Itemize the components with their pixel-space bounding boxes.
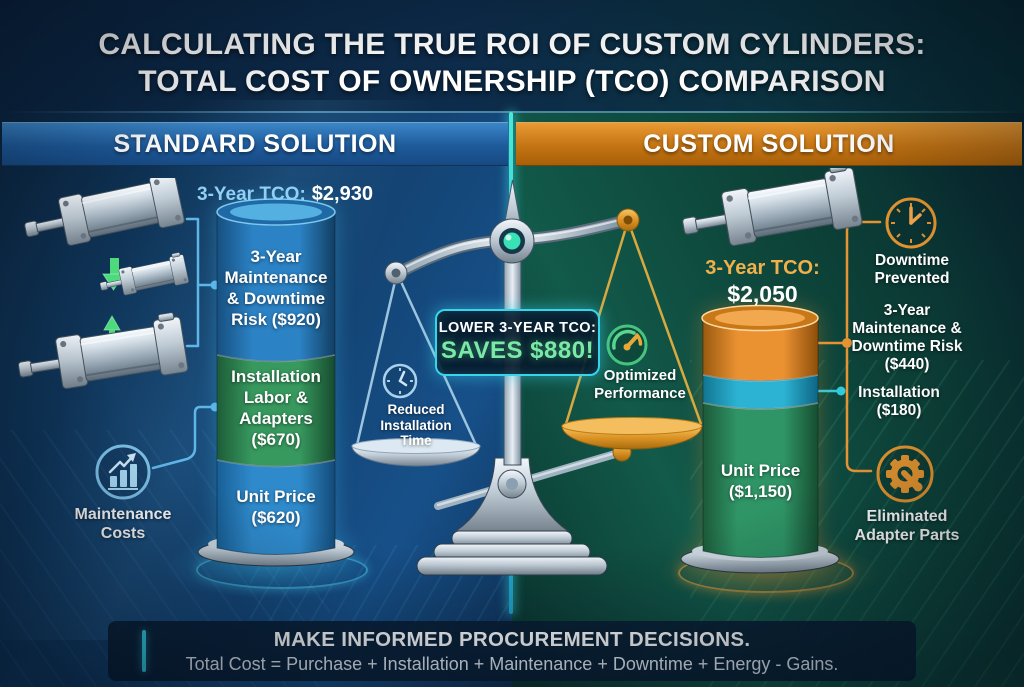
installation-time-clock-icon bbox=[382, 363, 418, 399]
custom-segment-unit-price-label: Unit Price ($1,150) bbox=[720, 461, 801, 501]
standard-cylinder-top bbox=[18, 178, 186, 257]
standard-segment-maintenance-label: 3-Year Maintenance & Downtime Risk ($920… bbox=[224, 247, 328, 329]
footer-formula: Total Cost = Purchase + Installation + M… bbox=[185, 654, 839, 674]
custom-stack-lid-inner bbox=[715, 310, 805, 326]
callout-eliminated-adapters: Eliminated Adapter Parts bbox=[854, 508, 960, 544]
downtime-clock-icon bbox=[885, 197, 937, 249]
maintenance-chart-icon bbox=[95, 444, 151, 500]
standard-tco: 3-Year TCO:$2,930 bbox=[185, 183, 385, 206]
standard-cylinder-bottom bbox=[13, 310, 190, 399]
standard-tco-value: $2,930 bbox=[311, 183, 373, 205]
callout-maintenance-risk: 3-Year Maintenance & Downtime Risk ($440… bbox=[851, 302, 963, 373]
standard-segment-unit-price-label: Unit Price ($620) bbox=[236, 487, 316, 527]
base-tier-3 bbox=[416, 556, 608, 576]
footer-headline: MAKE INFORMED PROCUREMENT DECISIONS. bbox=[273, 628, 751, 651]
custom-tco-value: $2,050 bbox=[727, 281, 798, 307]
callout-installation: Installation ($180) bbox=[858, 384, 940, 419]
arrow-down-stem bbox=[110, 258, 119, 274]
savings-value: SAVES $880! bbox=[440, 337, 595, 364]
custom-tco: 3-Year TCO: $2,050 bbox=[690, 257, 835, 308]
performance-gauge-icon bbox=[606, 324, 648, 366]
pivot-gem bbox=[503, 232, 521, 250]
arrow-up-icon bbox=[103, 314, 121, 331]
standard-cylinders-illustration bbox=[13, 178, 190, 399]
callout-downtime-prevented: Downtime Prevented bbox=[874, 252, 950, 287]
right-pan-rim bbox=[561, 417, 703, 435]
custom-tco-label: 3-Year TCO: bbox=[705, 257, 820, 279]
right-pan-label: Optimized Performance bbox=[594, 367, 686, 402]
standard-segment-installation-label: Installation Labor & Adapters ($670) bbox=[231, 367, 321, 449]
footer-accent-bar bbox=[142, 630, 146, 672]
footer-panel: MAKE INFORMED PROCUREMENT DECISIONS. Tot… bbox=[108, 621, 916, 681]
savings-callout: LOWER 3-YEAR TCO: SAVES $880! bbox=[435, 309, 600, 376]
standard-stack-lid-inner bbox=[230, 203, 322, 221]
savings-title: LOWER 3-YEAR TCO: bbox=[438, 320, 597, 336]
standard-tco-label: 3-Year TCO: bbox=[197, 184, 306, 205]
gear-wrench-icon bbox=[876, 445, 934, 503]
left-pan-label: Reduced Installation Time bbox=[380, 402, 452, 448]
maintenance-costs-label: Maintenance Costs bbox=[74, 506, 172, 542]
